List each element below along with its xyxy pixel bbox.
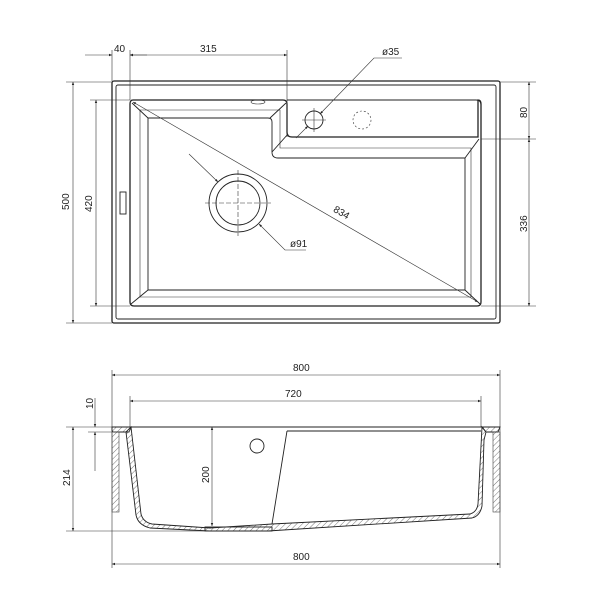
drain-fitting: [204, 526, 273, 532]
top-view: 834 40 315 ø35 ø91 500 420 80 336: [61, 44, 536, 324]
dim-offset-left: 40: [114, 44, 126, 55]
dim-total-height: 214: [62, 469, 73, 486]
bowl-wall-section: [125, 425, 487, 532]
corner-chamfers: [130, 102, 481, 305]
dim-bowl-width-side: 720: [285, 389, 302, 400]
side-edge-right: [492, 431, 501, 513]
dim-total-width-bottom: 800: [293, 552, 310, 563]
diagonal-dimension-line: [132, 101, 479, 303]
sink-rim-inner: [115, 84, 497, 320]
bowl-inner-floor: [147, 117, 466, 291]
shelf-outline: [287, 99, 482, 137]
dim-bowl-lower-depth: 336: [519, 215, 530, 232]
overflow-hole-side: [249, 438, 265, 454]
dim-shelf-depth: 80: [519, 106, 530, 118]
optional-tap-hole: [352, 110, 372, 130]
dim-diagonal: 834: [331, 204, 351, 222]
dim-bowl-height: 200: [201, 466, 212, 483]
dim-bowl-width: 315: [200, 44, 217, 55]
dim-total-width-top: 800: [293, 363, 310, 374]
dim-rim-thickness: 10: [85, 397, 96, 409]
sink-outer-edge: [111, 80, 501, 324]
side-edge-left: [111, 431, 120, 513]
dim-drain: ø91: [290, 239, 308, 250]
overflow-slot: [119, 191, 127, 215]
side-view: 800 720 800 10 214 200: [62, 363, 501, 568]
dim-bowl-depth: 420: [84, 195, 95, 212]
dim-tap-hole: ø35: [382, 47, 400, 58]
dim-total-depth: 500: [61, 193, 72, 210]
step-wall: [271, 430, 481, 525]
